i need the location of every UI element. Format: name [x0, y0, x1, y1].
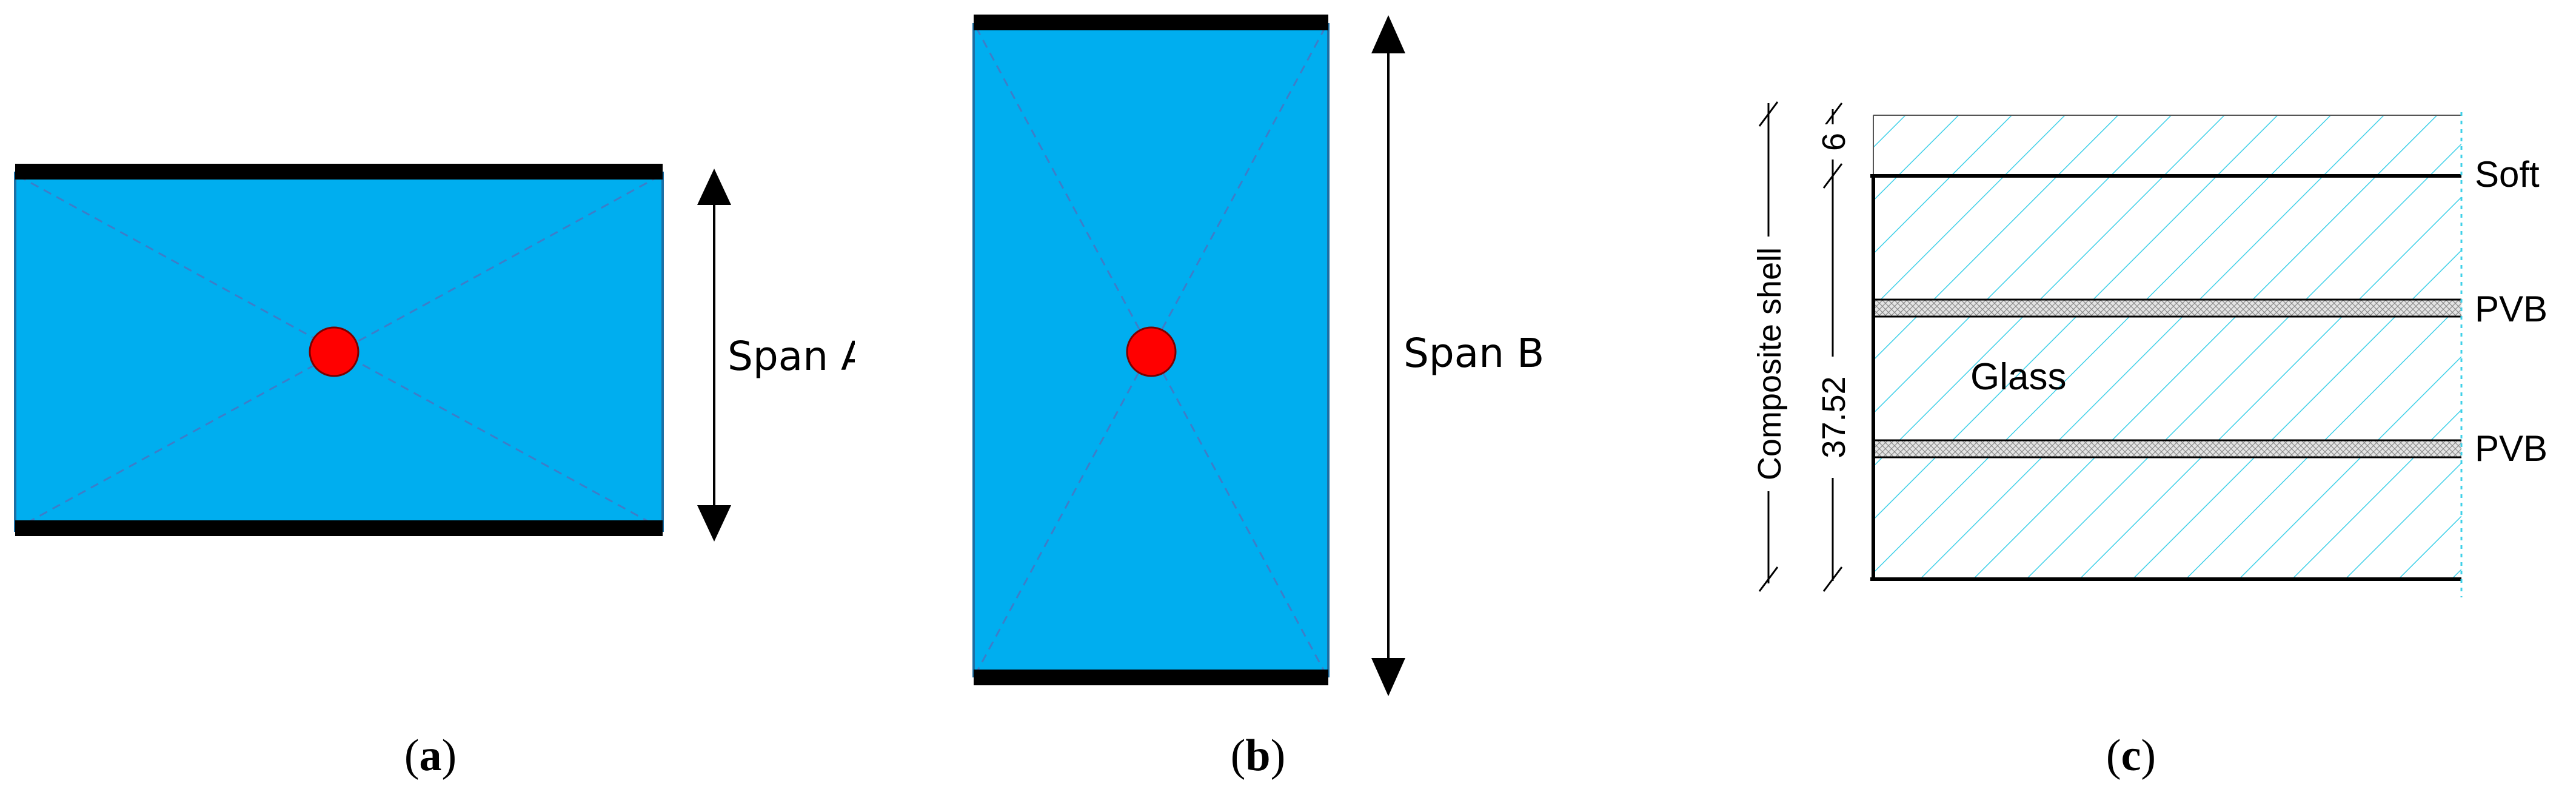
dim-tick-outer-2: [1758, 566, 1779, 592]
dim-label-6: 6: [1816, 133, 1852, 151]
pvb-layer-1: [1873, 300, 2461, 317]
dim-tick-inner-2: [1822, 163, 1843, 189]
span-a-label: Span A: [728, 333, 868, 380]
caption-c: (c): [2106, 731, 2156, 781]
load-point-b: [1126, 326, 1177, 377]
support-bar-bottom-a: [15, 520, 663, 536]
dim-mask-total: [1822, 357, 1844, 478]
pvb-label-2: PVB: [2475, 428, 2548, 469]
panel-c: Soft PVB PVB Glass 6 37.52 Composite she…: [1751, 101, 2548, 781]
dim-tick-inner-3: [1822, 566, 1843, 592]
soft-label: Soft: [2475, 154, 2540, 195]
support-bar-bottom-b: [974, 670, 1328, 685]
composite-shell-label: Composite shell: [1751, 247, 1788, 480]
dim-tick-outer-1: [1758, 101, 1779, 127]
span-b-label: Span B: [1403, 330, 1544, 377]
soft-layer: [1873, 115, 2461, 176]
arrow-head-down-b: [1371, 658, 1405, 696]
support-bar-top-a: [15, 164, 663, 180]
arrow-head-up-a: [697, 169, 731, 205]
arrow-head-down-a: [697, 505, 731, 542]
support-bar-top-b: [974, 15, 1328, 30]
dim-mask-6: [1822, 124, 1844, 159]
dim-tick-inner-1: [1822, 102, 1843, 128]
dim-mask-composite: [1756, 237, 1781, 491]
panel-a: Span A (a): [14, 164, 868, 781]
caption-b: (b): [1231, 731, 1285, 781]
glass-label: Glass: [1970, 356, 2066, 398]
dim-label-total: 37.52: [1816, 376, 1852, 458]
pvb-layer-2: [1873, 440, 2461, 457]
glass-section: [1873, 176, 2461, 579]
pvb-label-1: PVB: [2475, 289, 2548, 329]
load-point-a: [309, 326, 360, 377]
caption-a: (a): [404, 731, 457, 781]
panel-b: Span B (b): [972, 15, 1544, 781]
arrow-head-up-b: [1371, 15, 1405, 53]
